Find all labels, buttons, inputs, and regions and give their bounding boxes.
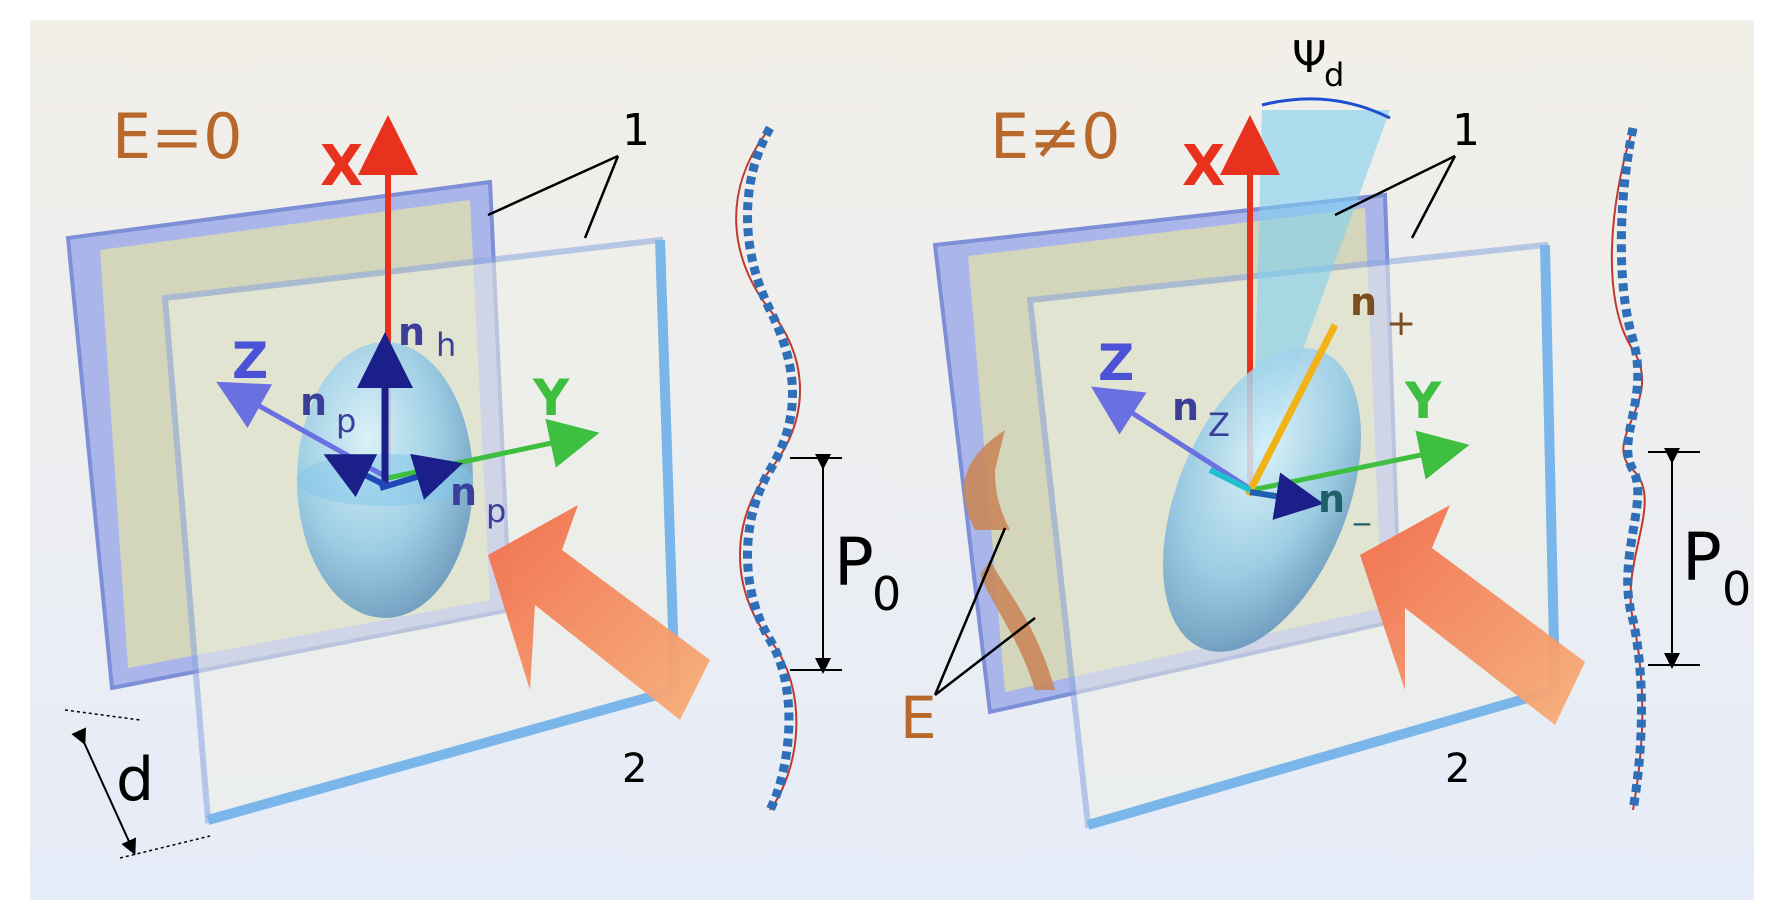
n-h-label-sub: h	[436, 326, 456, 364]
n-plus-label-sub: +	[1386, 303, 1416, 344]
n-plus-vector	[1244, 323, 1339, 497]
callout-1-line-a	[1334, 154, 1456, 217]
right-pitch-label-base: P	[1682, 519, 1722, 596]
right-x-label: X	[1182, 134, 1225, 199]
field-callout-line-a	[933, 527, 1007, 696]
right-z-label: Z	[1098, 334, 1134, 392]
left-y-label: Y	[532, 369, 570, 427]
callout-1-line-a	[487, 154, 619, 217]
psi-label-base: Ψ	[1292, 32, 1327, 83]
z-axis-arrow	[1090, 386, 1254, 493]
n-p-vector-right	[379, 453, 463, 500]
right-callout-2: 2	[1445, 746, 1470, 792]
callout-1-line-b	[1410, 155, 1457, 239]
n-minus-vector	[1249, 472, 1324, 520]
field-arrow-label: E	[900, 684, 937, 752]
n-z-vector	[1208, 467, 1252, 493]
thickness-dotted-top	[64, 709, 141, 721]
left-callout-2: 2	[622, 746, 647, 792]
n-p-right-label-sub: p	[486, 492, 506, 530]
field-arrow-lower	[980, 560, 1055, 690]
light-beam-arrow	[488, 505, 710, 720]
n-p-right-label-base: n	[450, 470, 477, 514]
n-z-label-sub: Z	[1208, 406, 1230, 444]
psi-angle-arc	[1261, 97, 1391, 120]
left-panel: E=0 X Y Z n h n p n p 1 2 P 0 d	[64, 100, 901, 859]
field-arrow-upper	[963, 430, 1010, 530]
n-minus-label-base: n	[1318, 477, 1345, 521]
n-z-label-base: n	[1172, 385, 1199, 429]
left-pitch-label-sub: 0	[872, 567, 901, 621]
left-pitch-label-base: P	[834, 524, 874, 601]
left-x-label: X	[320, 134, 363, 199]
n-p-left-label-sub: p	[336, 402, 356, 440]
n-p-left-label-base: n	[300, 380, 327, 424]
light-beam-arrow	[1360, 505, 1585, 725]
cholesteric-helix	[1610, 127, 1647, 811]
right-y-label: Y	[1404, 372, 1442, 430]
psi-label-sub: d	[1324, 56, 1344, 94]
right-field-label: E≠0	[990, 100, 1121, 173]
left-callout-1: 1	[622, 105, 650, 156]
n-minus-label-sub: _	[1353, 488, 1371, 526]
left-field-label: E=0	[112, 100, 243, 173]
callout-1-line-b	[583, 155, 620, 239]
lc-molecule-ellipsoid	[1162, 348, 1362, 652]
field-callout-line-b	[934, 617, 1036, 696]
n-h-label-base: n	[398, 310, 425, 354]
left-z-label: Z	[232, 332, 268, 390]
thickness-dimension-line	[71, 727, 136, 856]
right-callout-1: 1	[1452, 105, 1480, 156]
right-pitch-label-sub: 0	[1722, 562, 1751, 616]
n-plus-label-base: n	[1350, 280, 1377, 324]
cholesteric-helix	[735, 125, 801, 813]
thickness-label: d	[116, 745, 154, 815]
n-p-vector-left	[323, 454, 387, 498]
right-panel: E≠0 X Y Z n + n Z n _ Ψ d 1 2 P 0 E	[900, 32, 1751, 830]
